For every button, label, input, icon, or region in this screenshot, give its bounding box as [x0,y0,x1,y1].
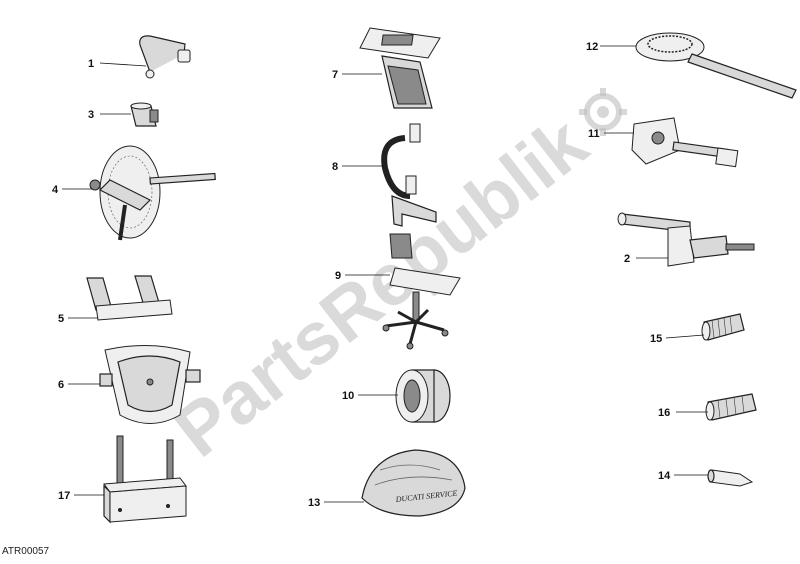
callout-13: 13 [308,497,320,509]
callout-17: 17 [58,490,70,502]
part-9-stand [382,233,461,350]
part-14-pin [707,469,754,487]
callout-11: 11 [588,128,600,140]
drawing-code: ATR00057 [2,546,50,557]
part-1-hook-tool [139,35,191,79]
part-7-handheld-tester [359,27,441,109]
part-17-stud-stand [103,435,187,524]
part-12-ring-spanner [635,32,797,99]
callout-1: 1 [88,58,94,70]
callout-12: 12 [586,41,598,53]
part-11-puller [631,117,739,168]
callout-6: 6 [58,379,64,391]
watermark: PartsRepublik [159,100,603,472]
svg-text:PartsRepublik: PartsRepublik [159,100,603,472]
callout-3: 3 [88,109,94,121]
callout-7: 7 [332,69,338,81]
callout-8: 8 [332,161,338,173]
callout-15: 15 [650,333,662,345]
part-10-ring [395,369,451,423]
callout-2: 2 [624,253,630,265]
part-8-c-clamp [381,123,437,227]
callout-4: 4 [52,184,59,196]
callout-16: 16 [658,407,670,419]
part-15-threaded-plug [701,313,745,341]
callout-5: 5 [58,313,64,325]
gear-logo-icon [579,88,627,136]
callout-10: 10 [342,390,354,402]
callout-14: 14 [658,470,671,482]
part-16-threaded-plug [705,393,757,421]
part-6-gauge-holder [99,345,201,424]
part-3-sleeve [130,102,159,127]
part-2-crank-tool [617,212,755,267]
callout-9: 9 [335,270,341,282]
part-5-bracket [86,275,173,321]
part-13-cover: DUCATI SERVICE [361,449,466,517]
part-4-degree-wheel [89,145,216,241]
